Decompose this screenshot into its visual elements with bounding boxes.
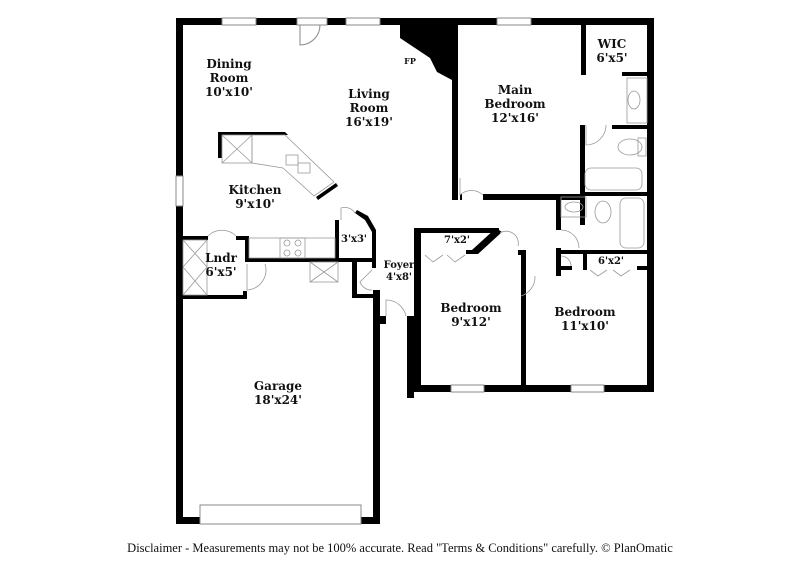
room-label-living: Living Room 16'x19' bbox=[345, 87, 393, 129]
room-name: Kitchen bbox=[228, 183, 282, 197]
exterior-walls bbox=[176, 18, 654, 524]
room-name: Garage bbox=[253, 379, 303, 393]
room-label-main-bedroom: Main Bedroom 12'x16' bbox=[484, 83, 546, 125]
room-name: Bedroom bbox=[554, 305, 616, 319]
room-label-foyer: Foyer 4'x8' bbox=[384, 260, 415, 283]
room-dimension: 11'x10' bbox=[561, 318, 609, 333]
room-name: Living bbox=[348, 87, 390, 101]
room-dimension: 4'x8' bbox=[385, 271, 413, 283]
room-label-garage: Garage 18'x24' bbox=[253, 379, 303, 408]
room-name: Foyer bbox=[383, 260, 415, 271]
room-label-wic: WIC 6'x5' bbox=[596, 37, 628, 66]
room-name: Room bbox=[349, 100, 389, 115]
room-name: Bedroom bbox=[440, 301, 502, 315]
room-dimension: 3'x3' bbox=[340, 234, 368, 245]
room-label-closet-bed2: 7'x2' bbox=[444, 235, 470, 247]
disclaimer-text: Disclaimer - Measurements may not be 100… bbox=[127, 541, 673, 555]
front-entry-door bbox=[296, 17, 328, 46]
room-label-laundry: Lndr 6'x5' bbox=[205, 251, 237, 280]
room-dimension: 9'x12' bbox=[451, 314, 491, 329]
room-name: Main bbox=[497, 83, 533, 97]
room-dimension: 10'x10' bbox=[205, 84, 253, 99]
room-dimension: 12'x16' bbox=[491, 110, 539, 125]
room-dimension: 6'x2' bbox=[597, 256, 625, 267]
room-label-kitchen: Kitchen 9'x10' bbox=[228, 183, 282, 212]
room-dimension: 6'x5' bbox=[596, 50, 628, 65]
room-name: Lndr bbox=[205, 251, 237, 265]
room-name: Dining bbox=[206, 57, 252, 71]
room-name: WIC bbox=[597, 37, 627, 51]
fireplace-label: FP bbox=[404, 56, 416, 66]
windows bbox=[175, 17, 605, 525]
room-label-bedroom-2: Bedroom 9'x12' bbox=[440, 301, 502, 330]
room-label-pantry: 3'x3' bbox=[341, 234, 367, 246]
room-name: Bedroom bbox=[484, 96, 546, 111]
interior-walls bbox=[176, 25, 647, 392]
room-name: Room bbox=[209, 70, 249, 85]
room-dimension: 7'x2' bbox=[443, 235, 471, 246]
fireplace bbox=[400, 25, 452, 80]
room-dimension: 16'x19' bbox=[345, 114, 393, 129]
room-label-bedroom-3: Bedroom 11'x10' bbox=[554, 305, 616, 334]
room-label-dining: Dining Room 10'x10' bbox=[205, 57, 253, 99]
room-dimension: 9'x10' bbox=[235, 196, 275, 211]
room-dimension: 6'x5' bbox=[205, 264, 237, 279]
room-dimension: 18'x24' bbox=[254, 392, 302, 407]
room-label-closet-bed3: 6'x2' bbox=[598, 256, 624, 268]
fixtures bbox=[182, 77, 648, 317]
fireplace-text: FP bbox=[404, 56, 416, 66]
